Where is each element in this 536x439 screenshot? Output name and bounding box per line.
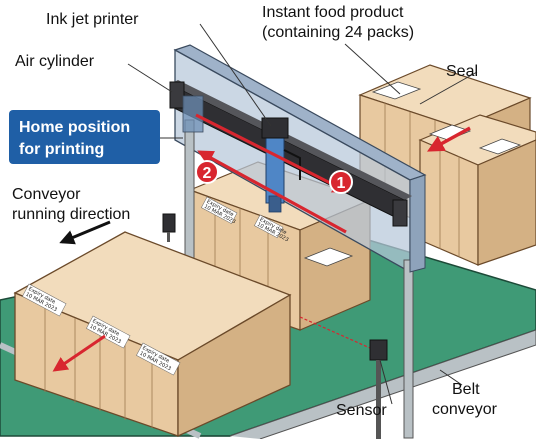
sensor-right <box>299 316 388 439</box>
step-2-marker <box>195 160 219 184</box>
sensor-left <box>162 213 176 242</box>
expiry-stamp-mid-2: Expiry date 10 MAR 2023 <box>254 214 289 243</box>
label-belt-line2: conveyor <box>432 401 498 418</box>
step-1-marker <box>329 170 353 194</box>
svg-text:2: 2 <box>203 165 212 182</box>
svg-text:Home position: Home position <box>19 119 130 136</box>
seal-arrow <box>427 126 471 152</box>
stroke-arrow-forward <box>195 113 349 193</box>
label-sensor: Sensor <box>336 402 387 419</box>
svg-text:for printing: for printing <box>19 141 104 158</box>
home-position-badge: Home position for printing <box>9 110 160 164</box>
conveyor-direction-arrow <box>59 220 111 245</box>
label-conveyor-line1: Conveyor <box>12 186 81 203</box>
air-cylinder-end <box>169 81 185 109</box>
product-box-front-left: Expiry date 10 MAR 2023 Expiry date 10 M… <box>13 231 292 438</box>
ink-jet-printer-head <box>261 117 301 213</box>
label-instant-food-line2: (containing 24 packs) <box>262 24 414 41</box>
box-movement-arrow <box>52 334 106 372</box>
label-air-cylinder: Air cylinder <box>15 53 95 70</box>
label-instant-food-line1: Instant food product <box>262 4 404 21</box>
stroke-arrow-return <box>197 150 347 234</box>
label-seal: Seal <box>446 63 478 80</box>
callout-leaders <box>127 23 478 405</box>
printer-gantry: 1 2 <box>169 44 427 439</box>
svg-text:1: 1 <box>337 175 346 192</box>
product-box-front-right <box>418 114 536 266</box>
label-ink-jet-printer: Ink jet printer <box>46 11 139 28</box>
label-conveyor-line2: running direction <box>12 206 130 223</box>
label-belt-line1: Belt <box>452 381 480 398</box>
